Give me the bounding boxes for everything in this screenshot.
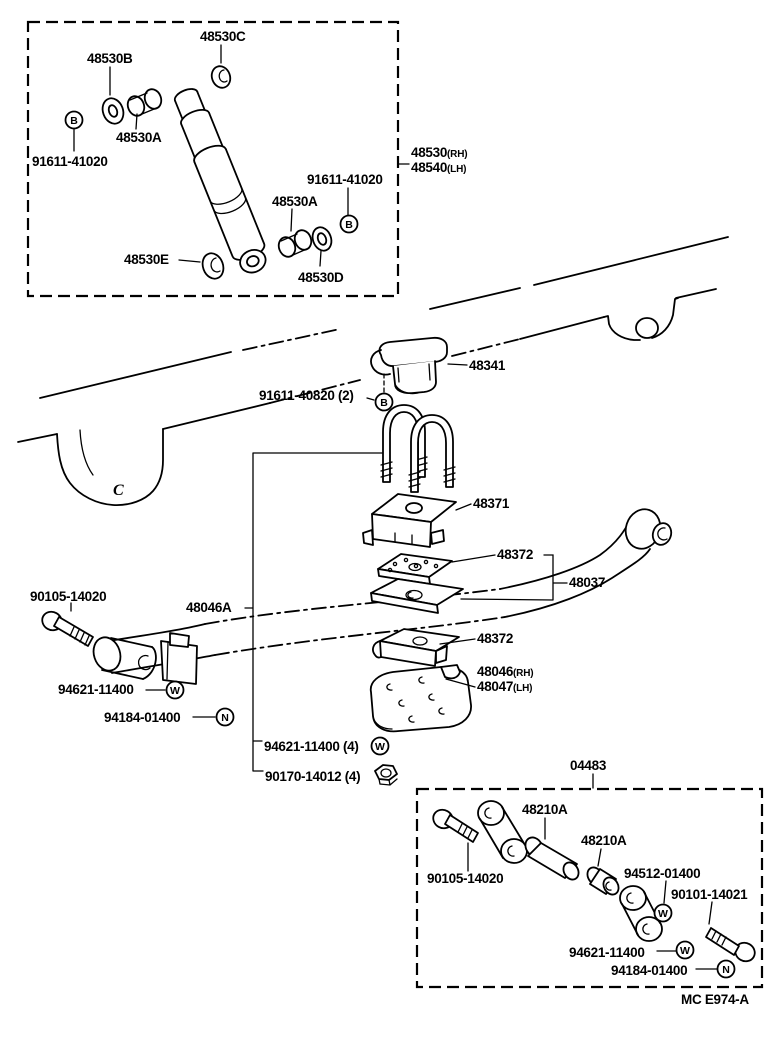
svg-text:W: W <box>170 685 180 697</box>
label-94621-11400-front: 94621-11400 <box>58 682 134 697</box>
hex-nut-icon <box>374 764 398 786</box>
label-48372-upper: 48372 <box>497 547 533 562</box>
label-94512-01400: 94512-01400 <box>624 866 700 881</box>
bump-stop-drawing <box>370 336 468 395</box>
label-48530B: 48530B <box>87 51 133 66</box>
rear-hanger-bracket-drawing <box>603 297 679 341</box>
svg-text:B: B <box>380 397 388 409</box>
label-48530E: 48530E <box>124 252 169 267</box>
nut-callout-icon: N <box>716 959 736 979</box>
label-90101-14021: 90101-14021 <box>671 887 748 902</box>
bottom-plate-drawing <box>369 664 476 733</box>
washer-callout-icon: W <box>653 903 673 923</box>
front-hanger-bolt-drawing <box>41 610 94 647</box>
label-90105-14020-front: 90105-14020 <box>30 589 106 604</box>
label-48210A-pin: 48210A <box>581 833 627 848</box>
label-48047-lh: 48047(LH) <box>477 679 532 694</box>
spring-seat-drawing <box>362 493 472 548</box>
spring-front-eye-drawing <box>92 632 198 685</box>
shock-bushings-washers-drawing <box>101 65 333 280</box>
washer-callout-icon: W <box>370 736 390 756</box>
label-48341: 48341 <box>469 358 506 373</box>
label-48530D: 48530D <box>298 270 344 285</box>
bolt-callout-icon: B <box>64 110 84 130</box>
leaf-spring-drawing <box>107 508 673 674</box>
svg-text:N: N <box>722 964 730 976</box>
svg-text:B: B <box>70 115 78 127</box>
label-91611-41020-right: 91611-41020 <box>307 172 383 187</box>
label-94621-11400-4: 94621-11400 (4) <box>264 739 359 754</box>
clamp-plates-drawing <box>370 553 464 667</box>
label-48530C: 48530C <box>200 29 246 44</box>
shock-box-leader-lines <box>73 44 349 267</box>
label-04483: 04483 <box>570 758 607 773</box>
svg-text:B: B <box>345 219 353 231</box>
label-48540-lh: 48540(LH) <box>411 160 466 175</box>
label-94184-01400-shackle: 94184-01400 <box>611 963 687 978</box>
bolt-callout-icon: B <box>339 214 359 234</box>
label-48037: 48037 <box>569 575 605 590</box>
u-bolts-drawing <box>380 404 456 493</box>
label-91611-40820: 91611-40820 (2) <box>259 388 354 403</box>
label-48372-lower: 48372 <box>477 631 513 646</box>
front-hanger-bracket-drawing <box>56 428 164 506</box>
figure-code: MC E974-A <box>681 992 749 1007</box>
svg-text:W: W <box>680 945 690 957</box>
label-90170-14012-4: 90170-14012 (4) <box>265 769 360 784</box>
svg-text:W: W <box>375 741 385 753</box>
svg-text:W: W <box>658 908 668 920</box>
shock-absorber-drawing <box>173 88 267 274</box>
bolt-callout-icon: B <box>374 392 394 412</box>
label-48530A-upper: 48530A <box>116 130 162 145</box>
label-94621-11400-shackle: 94621-11400 <box>569 945 645 960</box>
shackle-detail-box <box>415 787 764 989</box>
nut-callout-icon: N <box>215 707 235 727</box>
label-48046A: 48046A <box>186 600 232 615</box>
washer-callout-icon: W <box>165 680 185 700</box>
label-48530A-lower: 48530A <box>272 194 318 209</box>
shock-detail-box <box>26 20 400 298</box>
label-48530-rh: 48530(RH) <box>411 145 467 160</box>
shackle-kit-drawing <box>432 800 756 970</box>
frame-rail-drawing <box>17 236 729 443</box>
label-90105-14020-shackle: 90105-14020 <box>427 871 503 886</box>
frame-mark-c: C <box>113 482 124 499</box>
bracket-lines <box>70 397 568 772</box>
label-91611-41020-left: 91611-41020 <box>32 154 108 169</box>
label-48371: 48371 <box>473 496 510 511</box>
label-48046-rh: 48046(RH) <box>477 664 533 679</box>
svg-text:N: N <box>221 712 229 724</box>
label-94184-01400-front: 94184-01400 <box>104 710 180 725</box>
label-48210A-plate: 48210A <box>522 802 568 817</box>
washer-callout-icon: W <box>675 940 695 960</box>
